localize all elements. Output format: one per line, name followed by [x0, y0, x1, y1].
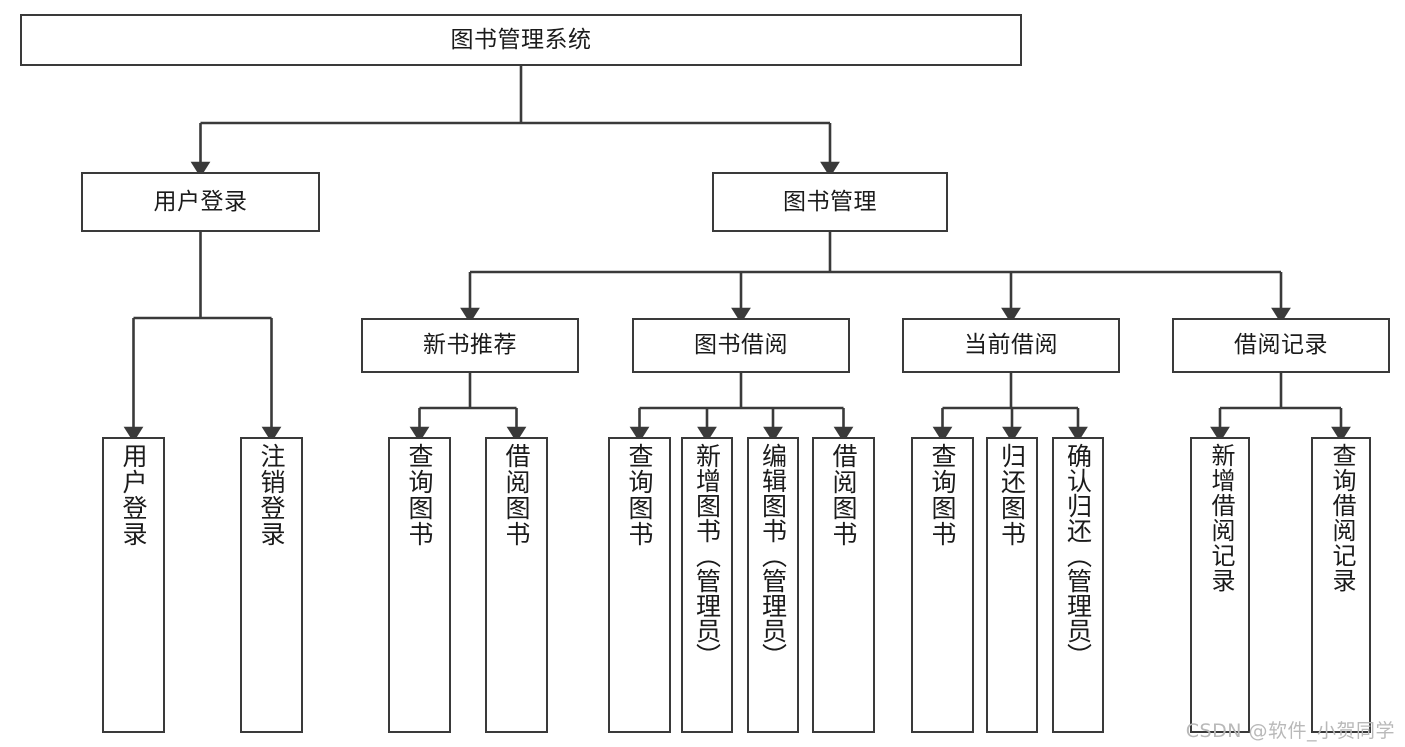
- node-label: 查询图书: [928, 443, 957, 547]
- node-book-manage[interactable]: 图书管理: [712, 172, 948, 232]
- node-leaf-confirm-return-admin[interactable]: 确认归还（管理员）: [1052, 437, 1104, 733]
- node-label: 查询图书: [625, 443, 654, 547]
- node-label: 新增借阅记录: [1206, 443, 1235, 593]
- node-label: 新增图书（管理员）: [692, 443, 722, 668]
- csdn-watermark: CSDN @软件_小贺同学: [1185, 720, 1395, 742]
- node-leaf-query-book-1[interactable]: 查询图书: [388, 437, 451, 733]
- node-label: 借阅图书: [502, 443, 531, 547]
- node-new-book-rec[interactable]: 新书推荐: [361, 318, 579, 373]
- node-label: 编辑图书（管理员）: [758, 443, 788, 668]
- node-label: 查询借阅记录: [1327, 443, 1356, 593]
- node-label: 注销登录: [257, 443, 286, 547]
- node-label: 图书借阅: [694, 332, 788, 359]
- node-leaf-add-book-admin[interactable]: 新增图书（管理员）: [681, 437, 733, 733]
- node-leaf-edit-book-admin[interactable]: 编辑图书（管理员）: [747, 437, 799, 733]
- node-label: 归还图书: [997, 443, 1027, 547]
- node-root[interactable]: 图书管理系统: [20, 14, 1022, 66]
- node-label: 用户登录: [153, 188, 248, 215]
- node-leaf-borrow-book-1[interactable]: 借阅图书: [485, 437, 548, 733]
- node-leaf-return-book[interactable]: 归还图书: [986, 437, 1038, 733]
- node-label: 查询图书: [405, 443, 434, 547]
- node-current-borrow[interactable]: 当前借阅: [902, 318, 1120, 373]
- node-label: 图书管理: [783, 188, 877, 215]
- node-leaf-query-borrow-record[interactable]: 查询借阅记录: [1311, 437, 1371, 733]
- node-leaf-borrow-book-2[interactable]: 借阅图书: [812, 437, 875, 733]
- node-label: 用户登录: [119, 443, 148, 547]
- node-leaf-query-book-2[interactable]: 查询图书: [608, 437, 671, 733]
- node-label: 新书推荐: [423, 332, 517, 359]
- node-book-borrow[interactable]: 图书借阅: [632, 318, 850, 373]
- node-borrow-record[interactable]: 借阅记录: [1172, 318, 1390, 373]
- node-label: 确认归还（管理员）: [1063, 443, 1093, 668]
- node-leaf-add-borrow-record[interactable]: 新增借阅记录: [1190, 437, 1250, 733]
- node-leaf-user-login[interactable]: 用户登录: [102, 437, 165, 733]
- node-label: 当前借阅: [964, 332, 1058, 359]
- node-label: 借阅图书: [829, 443, 858, 547]
- node-leaf-logout[interactable]: 注销登录: [240, 437, 303, 733]
- node-user-login[interactable]: 用户登录: [81, 172, 320, 232]
- node-label: 借阅记录: [1234, 332, 1328, 359]
- node-leaf-query-book-3[interactable]: 查询图书: [911, 437, 974, 733]
- node-label: 图书管理系统: [450, 26, 592, 53]
